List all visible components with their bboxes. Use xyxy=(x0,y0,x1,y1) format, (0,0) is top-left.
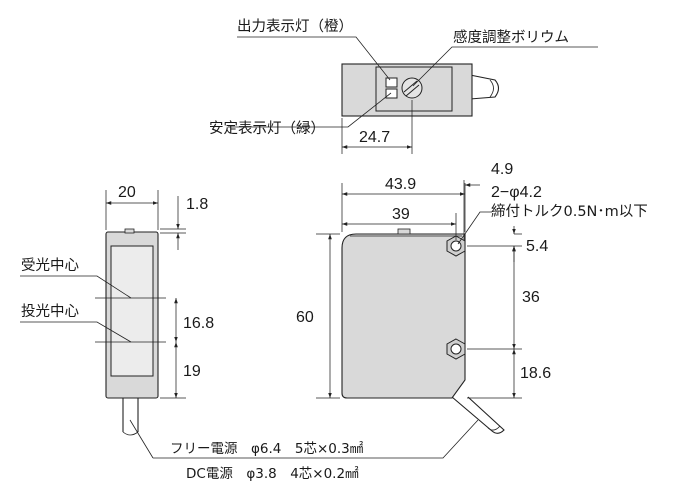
front-view-dim-hole-top-value: 5.4 xyxy=(526,238,548,255)
front-view-housing xyxy=(341,233,466,399)
side-view: 20 1.8 受光中心 投光中心 16.8 19 xyxy=(20,184,214,436)
stability-indicator xyxy=(385,88,398,99)
side-view-lens xyxy=(110,245,154,377)
cable-note-dc-power: DC電源 φ3.8 4芯×0.2㎟ xyxy=(186,466,359,482)
top-view-dim-width-value: 24.7 xyxy=(359,129,390,146)
cable-note-leader xyxy=(153,419,479,459)
sensitivity-adjuster-label: 感度調整ボリウム xyxy=(453,29,569,46)
tightening-torque: 締付トルク0.5N･m以下 xyxy=(491,203,648,220)
emitter-center-label: 投光中心 xyxy=(21,303,79,320)
mount-hole-leader xyxy=(457,211,492,245)
emitter-center-leader xyxy=(20,321,132,343)
front-view-dim-vertical-right xyxy=(467,226,522,399)
front-view-dim-hole-pitch-h xyxy=(342,213,457,240)
side-cable-leader xyxy=(129,419,154,459)
top-view: 出力表示灯（橙） 感度調整ボリウム 安定表示灯（緑） 24.7 xyxy=(209,18,598,154)
receiver-center-leader xyxy=(20,275,132,299)
mount-hole-spec: 2−φ4.2 xyxy=(491,184,542,201)
side-view-dim-mid-value: 16.8 xyxy=(183,315,214,332)
top-view-dim-width xyxy=(341,100,413,154)
cable-note-free-power: フリー電源 φ6.4 5芯×0.3㎟ xyxy=(170,441,364,457)
front-view-dim-hole-pitch-v-value: 36 xyxy=(522,289,540,306)
side-view-top-tab xyxy=(124,228,135,234)
cable-notes: フリー電源 φ6.4 5芯×0.3㎟ DC電源 φ3.8 4芯×0.2㎟ xyxy=(129,419,479,482)
side-view-dim-top xyxy=(160,196,186,250)
front-view-top-tab xyxy=(397,228,411,235)
front-view-dim-hole-bottom-value: 18.6 xyxy=(520,365,551,382)
output-indicator-label: 出力表示灯（橙） xyxy=(237,18,353,35)
side-view-dim-width xyxy=(105,190,159,230)
front-view-dim-height xyxy=(316,233,340,399)
side-view-cable xyxy=(122,398,139,436)
front-view: 43.9 39 4.9 2−φ4.2 締付トルク0.5N･m以下 5.4 60 … xyxy=(296,161,648,434)
side-view-dim-vertical xyxy=(160,298,186,399)
front-view-dim-hole-offset-value: 4.9 xyxy=(491,161,513,178)
front-view-dim-overall-width-value: 43.9 xyxy=(385,176,416,193)
top-view-leaders xyxy=(228,36,598,128)
top-view-cable xyxy=(469,74,500,100)
side-view-dim-top-value: 1.8 xyxy=(186,196,208,213)
front-view-dim-hole-pitch-h-value: 39 xyxy=(392,206,410,223)
sensitivity-adjuster xyxy=(401,77,423,99)
output-indicator xyxy=(385,77,398,88)
stability-indicator-label: 安定表示灯（緑） xyxy=(209,120,325,137)
front-view-cable xyxy=(451,396,505,434)
side-view-dim-width-value: 20 xyxy=(118,184,136,201)
receiver-center-label: 受光中心 xyxy=(21,257,79,274)
front-view-dim-height-value: 60 xyxy=(296,309,314,326)
side-view-dim-bottom-value: 19 xyxy=(183,363,201,380)
mount-hole-bottom xyxy=(446,338,466,360)
front-view-dim-hole-offset xyxy=(463,180,480,240)
